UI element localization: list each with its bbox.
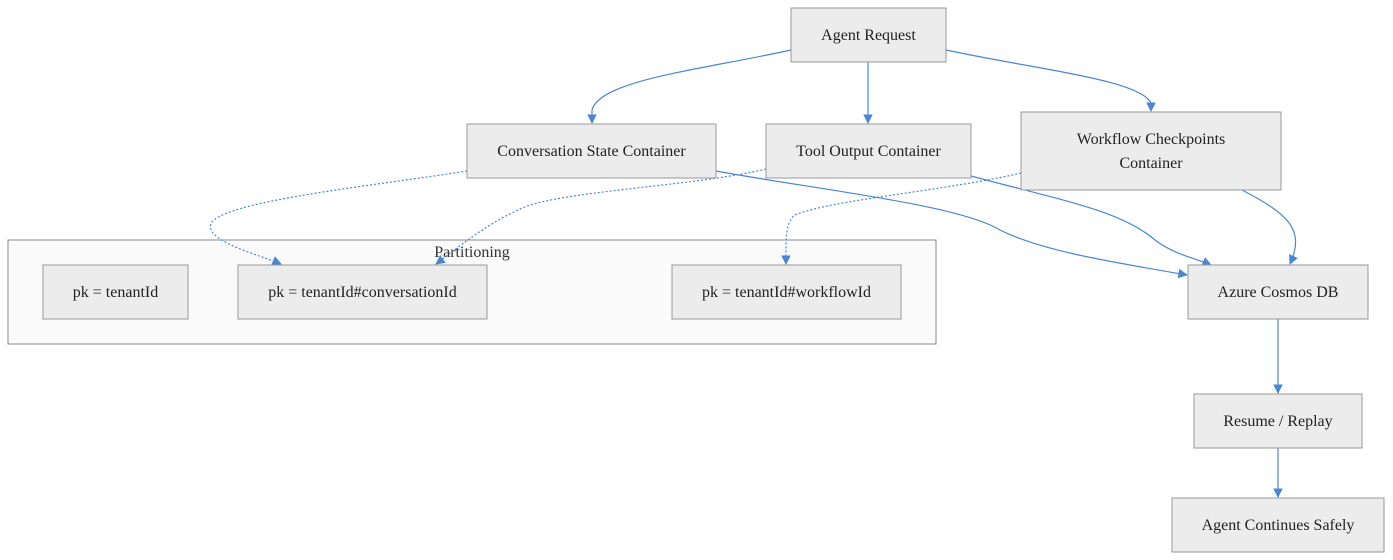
pk-workflow-label: pk = tenantId#workflowId [702,284,871,301]
pk-tenant-node: pk = tenantId [42,264,189,320]
agent-continues-node: Agent Continues Safely [1171,497,1385,553]
agent-request-label: Agent Request [821,27,916,44]
edge-conversation-to-pk-conversation [209,170,468,266]
workflow-checkpoints-label-line1: Workflow Checkpoints [1077,131,1225,148]
edge-workflow-to-pk-workflow [781,172,1022,265]
edge-conversation-to-cosmos [715,170,1188,279]
tool-output-label: Tool Output Container [796,143,941,160]
conversation-state-label: Conversation State Container [497,143,686,160]
agent-request-node: Agent Request [790,7,947,63]
resume-replay-node: Resume / Replay [1193,393,1363,449]
workflow-checkpoints-node: Workflow Checkpoints Container [1020,111,1282,191]
pk-tenant-label: pk = tenantId [73,284,158,301]
edge-request-to-conversation [587,49,792,124]
edge-request-to-workflow [945,49,1156,112]
pk-conversation-label: pk = tenantId#conversationId [268,284,457,301]
edge-workflow-to-cosmos [1241,189,1298,265]
conversation-state-node: Conversation State Container [466,123,717,179]
pk-conversation-node: pk = tenantId#conversationId [237,264,488,320]
edge-tool-to-pk-conversation [435,168,767,265]
partitioning-title: Partitioning [434,244,510,261]
workflow-checkpoints-label-line2: Container [1119,155,1183,172]
resume-replay-label: Resume / Replay [1223,413,1332,430]
cosmos-db-label: Azure Cosmos DB [1218,284,1339,301]
agent-continues-label: Agent Continues Safely [1202,517,1355,534]
tool-output-node: Tool Output Container [765,123,972,179]
pk-workflow-node: pk = tenantId#workflowId [671,264,902,320]
cosmos-db-node: Azure Cosmos DB [1187,264,1369,320]
edge-tool-to-cosmos [970,175,1212,266]
